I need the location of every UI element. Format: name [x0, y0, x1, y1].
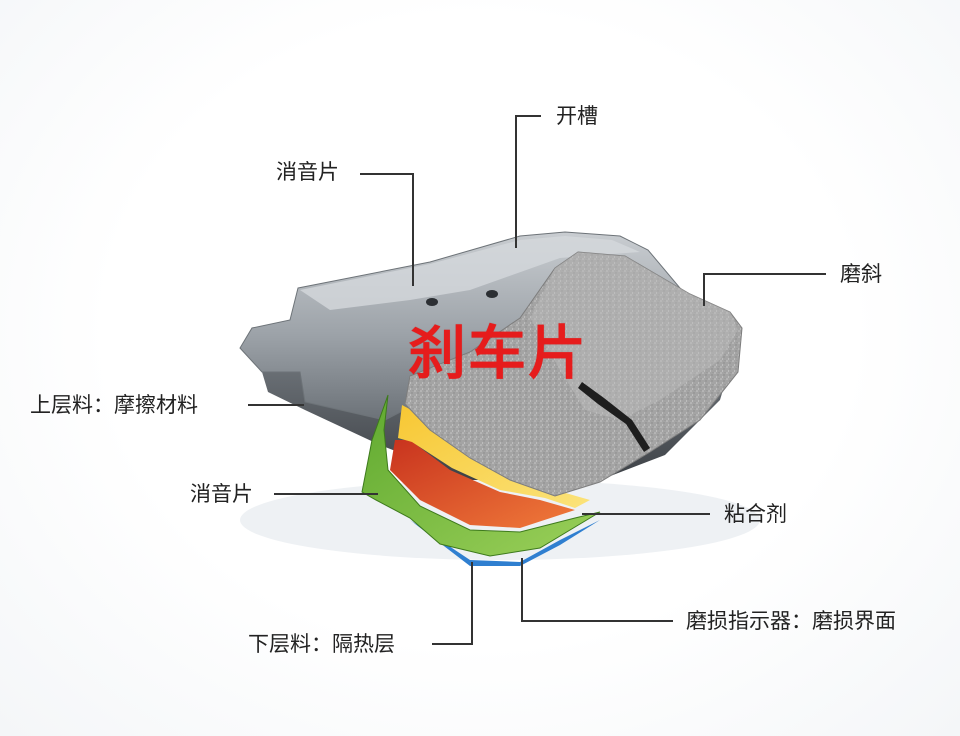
leader-line-chamfer — [703, 273, 826, 306]
blue-edge-layer — [410, 520, 600, 566]
label-chamfer: 磨斜 — [840, 262, 882, 286]
label-upper-layer: 上层料：摩擦材料 — [30, 393, 198, 417]
leader-line-shim-top — [360, 173, 414, 286]
leader-line-lower-layer — [432, 562, 473, 645]
friction-material — [404, 251, 743, 497]
leader-lines — [248, 115, 826, 645]
red-insulation-layer — [390, 440, 575, 528]
diagram-title: 刹车片 — [408, 319, 589, 387]
green-shim-layer — [361, 394, 601, 557]
leader-line-slotting — [515, 115, 541, 248]
label-shim-top: 消音片 — [276, 160, 339, 184]
friction-slot — [578, 382, 650, 452]
backing-plate-face — [300, 236, 640, 310]
label-shim-side: 消音片 — [190, 482, 253, 506]
rivet-hole-right — [486, 290, 498, 298]
label-wear-indicator: 磨损指示器：磨损界面 — [686, 609, 896, 633]
friction-material-surface — [530, 252, 738, 420]
label-lower-layer: 下层料：隔热层 — [248, 632, 395, 656]
leader-line-wear-indicator — [521, 558, 673, 622]
label-slotting: 开槽 — [556, 104, 598, 128]
rivet-hole-left — [426, 298, 438, 306]
label-adhesive: 粘合剂 — [724, 502, 787, 526]
